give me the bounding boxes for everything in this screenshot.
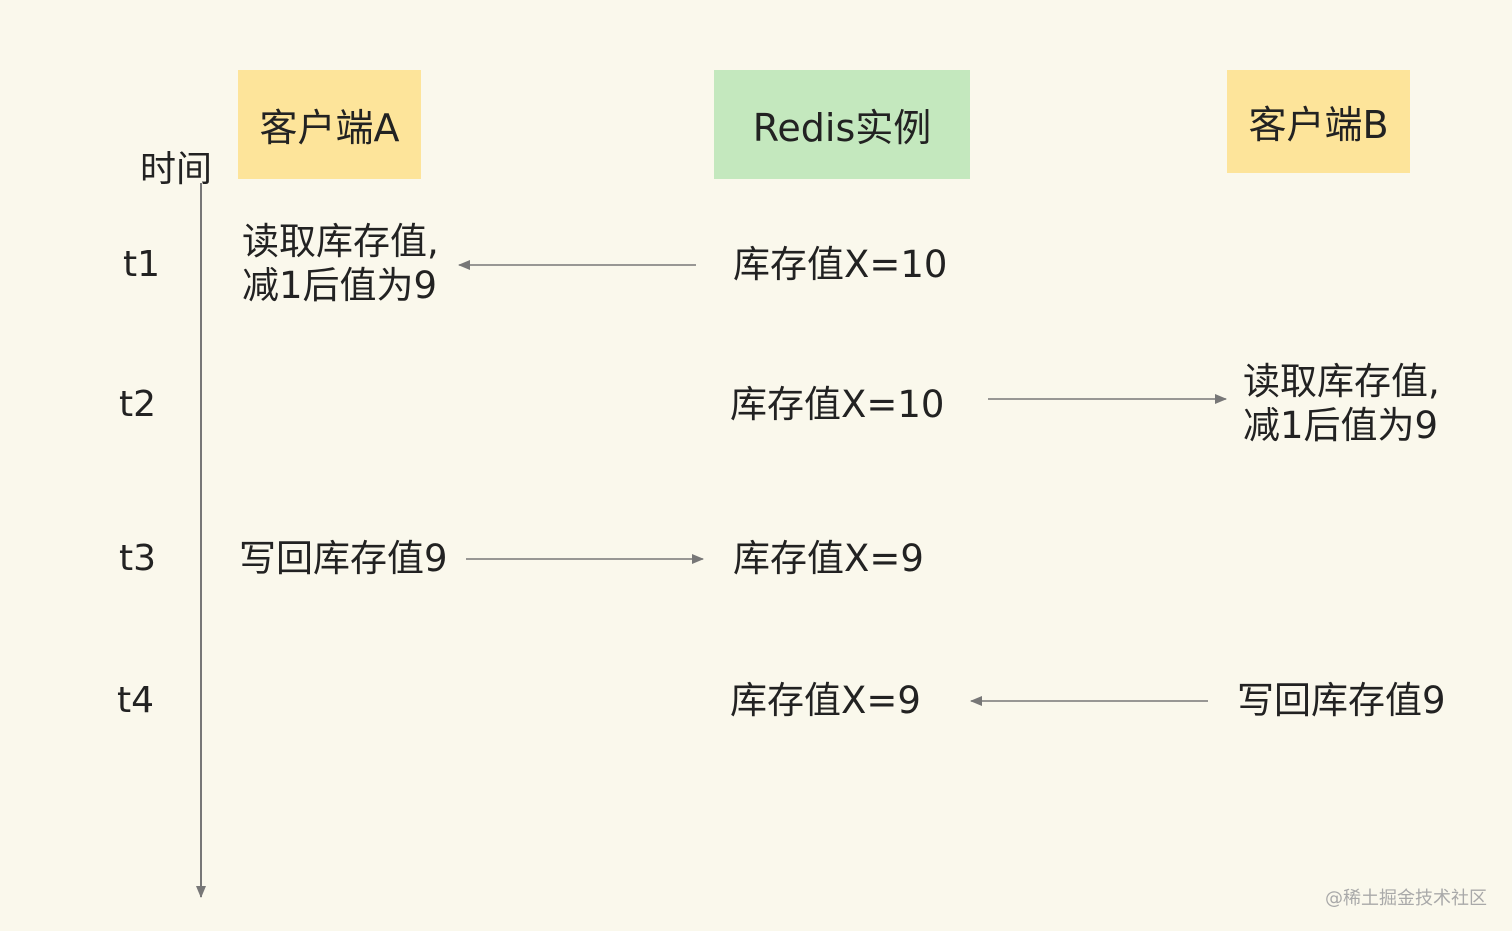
time-tick-t4: t4 <box>117 680 155 721</box>
t2-client-b-action: 读取库存值, 减1后值为9 <box>1243 360 1440 448</box>
t1-client-a-line2: 减1后值为9 <box>242 264 438 307</box>
t2-client-b-line1: 读取库存值, <box>1243 360 1440 403</box>
t1-client-a-action: 读取库存值, 减1后值为9 <box>242 220 439 308</box>
client-b-header: 客户端B <box>1227 70 1410 173</box>
t1-redis-value: 库存值X=10 <box>733 243 948 286</box>
t2-redis-value: 库存值X=10 <box>730 383 945 426</box>
t2-client-b-line2: 减1后值为9 <box>1243 404 1439 447</box>
client-a-header-label: 客户端A <box>259 106 400 150</box>
t3-client-a-action: 写回库存值9 <box>239 537 448 580</box>
t1-client-a-line1: 读取库存值, <box>242 220 439 263</box>
redis-header: Redis实例 <box>714 70 970 179</box>
t4-client-b-action: 写回库存值9 <box>1237 679 1446 722</box>
time-tick-t3: t3 <box>119 538 157 579</box>
time-tick-t1: t1 <box>123 244 161 285</box>
t4-redis-value: 库存值X=9 <box>730 679 921 722</box>
watermark: @稀土掘金技术社区 <box>1325 888 1487 909</box>
client-a-header: 客户端A <box>238 70 421 179</box>
client-b-header-label: 客户端B <box>1248 103 1389 147</box>
t3-redis-value: 库存值X=9 <box>733 537 924 580</box>
redis-header-label: Redis实例 <box>752 106 932 150</box>
time-tick-t2: t2 <box>119 384 157 425</box>
